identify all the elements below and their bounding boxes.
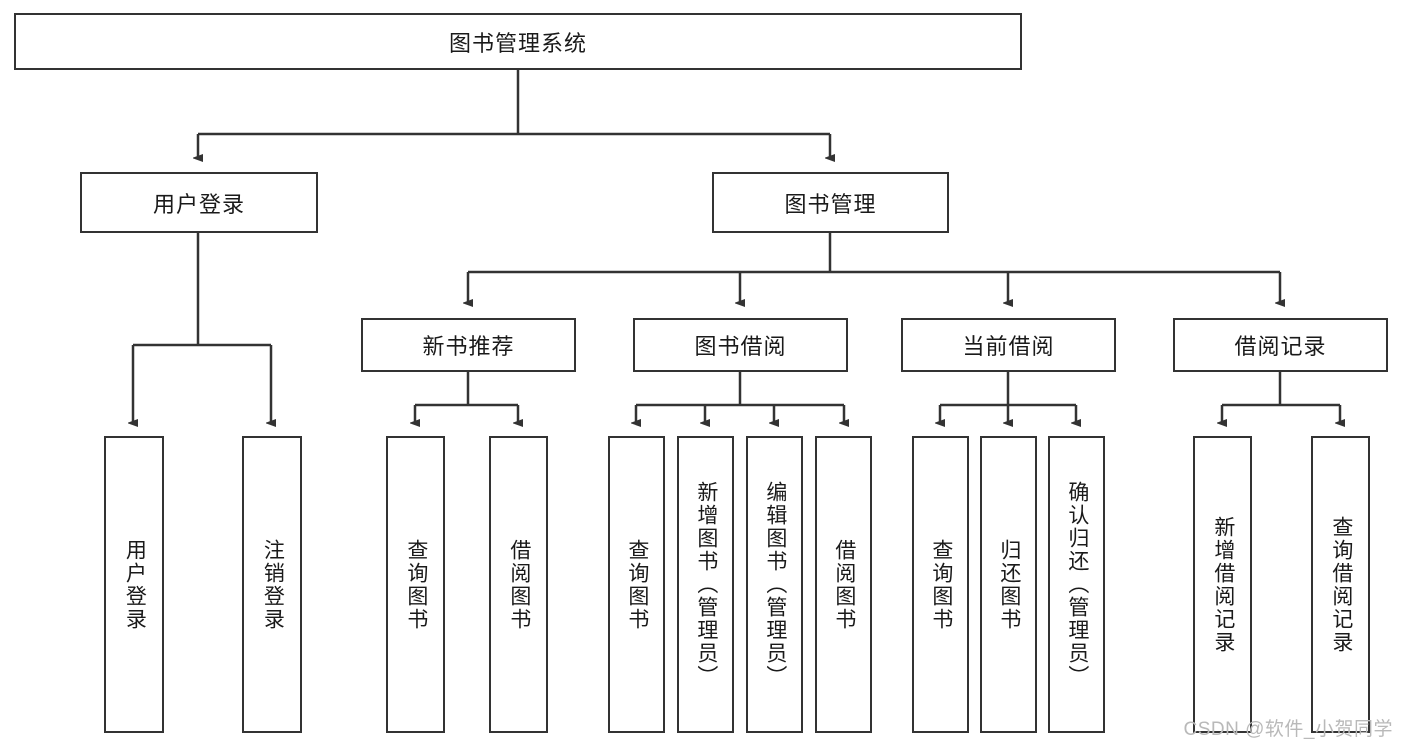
node-book-manage[interactable]: 图书管理 (712, 172, 949, 233)
node-root-label: 图书管理系统 (448, 30, 587, 56)
node-leaf-borrow-book-2-label: 借阅图书 (832, 538, 856, 631)
node-user-login-label: 用户登录 (152, 191, 245, 217)
node-current-borrow[interactable]: 当前借阅 (901, 318, 1116, 372)
node-user-login[interactable]: 用户登录 (80, 172, 318, 233)
node-leaf-user-logout[interactable]: 注销登录 (242, 436, 302, 733)
node-leaf-query-record[interactable]: 查询借阅记录 (1311, 436, 1370, 733)
node-leaf-add-record-label: 新增借阅记录 (1211, 515, 1235, 654)
node-leaf-add-record[interactable]: 新增借阅记录 (1193, 436, 1252, 733)
node-leaf-add-book-label: 新增图书（管理员） (694, 481, 718, 688)
node-leaf-borrow-book-1-label: 借阅图书 (507, 538, 531, 631)
node-leaf-query-book-3-label: 查询图书 (929, 538, 953, 631)
node-leaf-query-book-2[interactable]: 查询图书 (608, 436, 665, 733)
node-leaf-borrow-book-2[interactable]: 借阅图书 (815, 436, 872, 733)
node-leaf-user-login-label: 用户登录 (123, 538, 147, 631)
node-leaf-user-login[interactable]: 用户登录 (104, 436, 164, 733)
node-leaf-query-book-2-label: 查询图书 (625, 538, 649, 631)
node-leaf-confirm-return[interactable]: 确认归还（管理员） (1048, 436, 1105, 733)
node-new-book-rec-label: 新书推荐 (422, 334, 515, 359)
node-leaf-query-book-3[interactable]: 查询图书 (912, 436, 969, 733)
node-root[interactable]: 图书管理系统 (14, 13, 1022, 70)
node-leaf-return-book-label: 归还图书 (997, 538, 1021, 631)
node-leaf-borrow-book-1[interactable]: 借阅图书 (489, 436, 548, 733)
node-borrow-record-label: 借阅记录 (1234, 334, 1327, 359)
node-leaf-edit-book[interactable]: 编辑图书（管理员） (746, 436, 803, 733)
node-book-borrow-label: 图书借阅 (694, 334, 787, 359)
node-leaf-add-book[interactable]: 新增图书（管理员） (677, 436, 734, 733)
node-book-manage-label: 图书管理 (784, 191, 877, 217)
node-leaf-confirm-return-label: 确认归还（管理员） (1065, 481, 1089, 688)
node-leaf-return-book[interactable]: 归还图书 (980, 436, 1037, 733)
node-leaf-query-book-1-label: 查询图书 (404, 538, 428, 631)
node-leaf-query-book-1[interactable]: 查询图书 (386, 436, 445, 733)
node-leaf-edit-book-label: 编辑图书（管理员） (763, 481, 787, 688)
node-current-borrow-label: 当前借阅 (962, 334, 1055, 359)
node-leaf-user-logout-label: 注销登录 (261, 538, 285, 631)
node-new-book-rec[interactable]: 新书推荐 (361, 318, 576, 372)
node-borrow-record[interactable]: 借阅记录 (1173, 318, 1388, 372)
node-book-borrow[interactable]: 图书借阅 (633, 318, 848, 372)
node-leaf-query-record-label: 查询借阅记录 (1329, 515, 1353, 654)
watermark: CSDN @软件_小贺同学 (1183, 719, 1393, 740)
